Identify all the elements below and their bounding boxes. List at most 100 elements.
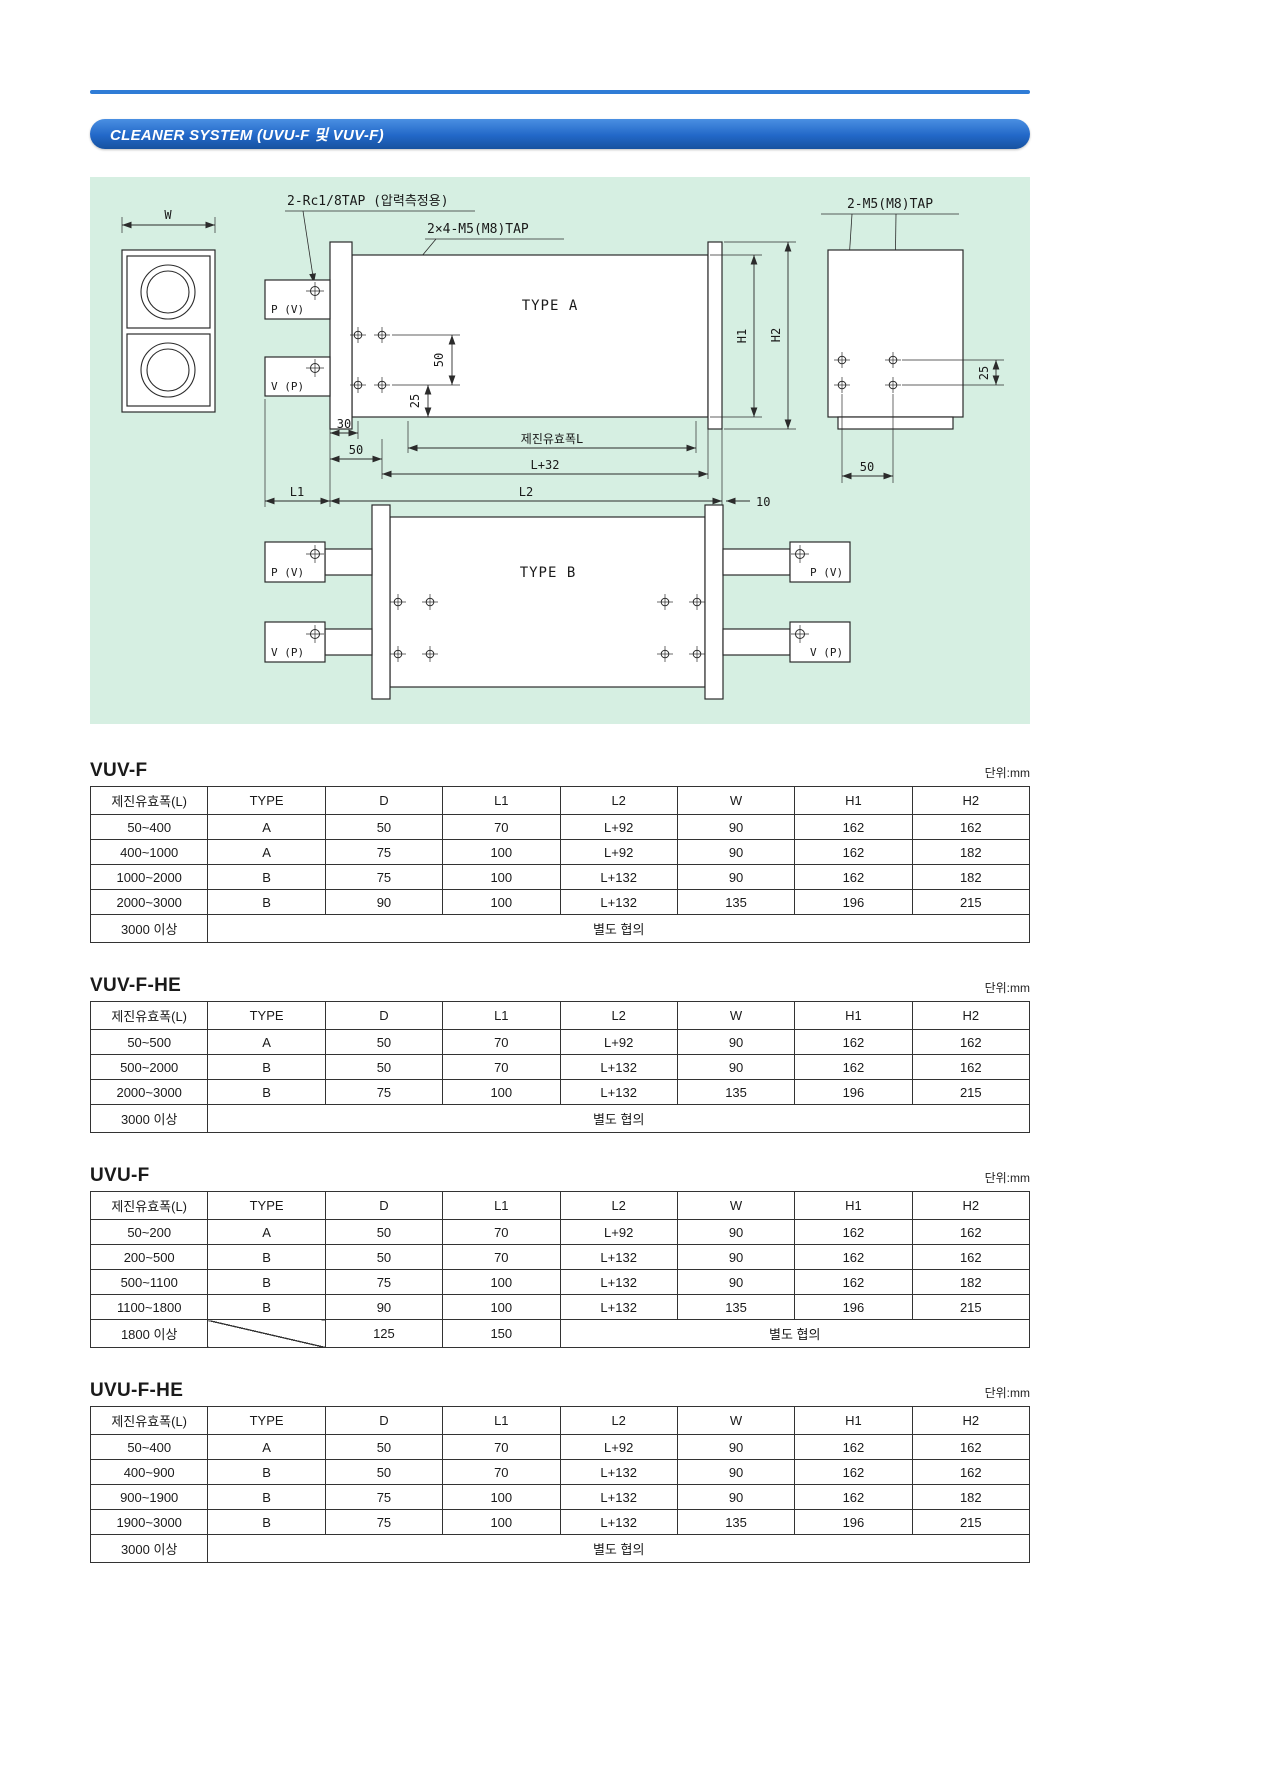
column-header: H1 — [794, 1001, 913, 1030]
table-title: UVU-F-HE — [90, 1380, 184, 1401]
column-header: 제진유효폭(L) — [89, 786, 209, 815]
dim-l2: L2 — [519, 485, 533, 499]
table-cell: 별도 협의 — [207, 1534, 1030, 1563]
table-cell: 162 — [911, 814, 1031, 840]
table-cell: L+132 — [559, 864, 678, 890]
table-cell: L+92 — [559, 1219, 678, 1245]
table-cell: 182 — [911, 839, 1031, 865]
table-cell: A — [207, 1219, 326, 1245]
unit-label: 단위:mm — [984, 766, 1030, 780]
table-cell: 75 — [324, 1484, 444, 1510]
table-cell: 215 — [911, 1079, 1031, 1105]
table-cell: 50 — [324, 814, 444, 840]
table-cell: 162 — [911, 1054, 1031, 1080]
table-cell: 400~1000 — [89, 839, 209, 865]
table-cell: 75 — [324, 1269, 444, 1295]
table-cell: 75 — [324, 1079, 444, 1105]
table-cell: 162 — [794, 839, 913, 865]
port-label-p-top: P (V) — [271, 303, 304, 316]
column-header: TYPE — [207, 1406, 326, 1435]
table-cell: 196 — [794, 889, 913, 915]
column-header: L1 — [442, 1191, 561, 1220]
table-cell: 90 — [676, 1219, 796, 1245]
table-cell: 196 — [794, 1294, 913, 1320]
port-label-p-left: P (V) — [271, 566, 304, 579]
table-cell: 100 — [442, 864, 561, 890]
table-cell: 162 — [794, 1484, 913, 1510]
table-cell: L+92 — [559, 839, 678, 865]
table-cell: 196 — [794, 1079, 913, 1105]
table-cell: 182 — [911, 1484, 1031, 1510]
table-cell: 1800 이상 — [89, 1319, 209, 1348]
dim-25-end: 25 — [977, 366, 991, 380]
table-cell: 50 — [324, 1219, 444, 1245]
table-cell: 70 — [442, 814, 561, 840]
table-cell: 90 — [676, 1434, 796, 1460]
table-cell: 90 — [324, 1294, 444, 1320]
type-b-view: P (V) V (P) P (V) V (P) TYPE B — [264, 504, 851, 700]
end-view: 2-M5(M8)TAP 25 50 — [821, 197, 1004, 483]
column-header: L2 — [559, 1001, 678, 1030]
column-header: TYPE — [207, 1001, 326, 1030]
table-cell: 70 — [442, 1219, 561, 1245]
table-cell: L+92 — [559, 1434, 678, 1460]
table-cell: B — [207, 1459, 326, 1485]
table-cell: 100 — [442, 1509, 561, 1535]
table-cell: 2000~3000 — [89, 1079, 209, 1105]
column-header: W — [676, 1001, 796, 1030]
table-cell: 90 — [676, 1054, 796, 1080]
type-a-view: 2-Rc1/8TAP (압력측정용) 2×4-M5(M8)TAP P (V) V… — [264, 194, 796, 509]
table-cell: 별도 협의 — [559, 1319, 1030, 1348]
table-cell: B — [207, 1079, 326, 1105]
table-cell: L+92 — [559, 814, 678, 840]
table-cell: 135 — [676, 1294, 796, 1320]
column-header: W — [676, 1406, 796, 1435]
table-cell: A — [207, 814, 326, 840]
table-cell: 1100~1800 — [89, 1294, 209, 1320]
table-cell: B — [207, 1509, 326, 1535]
table-cell: 196 — [794, 1509, 913, 1535]
column-header: W — [676, 1191, 796, 1220]
table-cell: 400~900 — [89, 1459, 209, 1485]
table-cell: 90 — [676, 864, 796, 890]
table-cell: L+132 — [559, 1079, 678, 1105]
table-cell: 125 — [324, 1319, 444, 1348]
table-cell: 100 — [442, 1294, 561, 1320]
table-cell: 200~500 — [89, 1244, 209, 1270]
table-cell: 162 — [794, 1434, 913, 1460]
dim-h1: H1 — [735, 329, 749, 343]
table-cell: 162 — [911, 1029, 1031, 1055]
table-cell: 215 — [911, 1509, 1031, 1535]
drawing-panel: W 2-Rc1/8TAP (압력측정용) 2×4-M5(M8)TAP — [90, 177, 1030, 724]
table-cell: 100 — [442, 1079, 561, 1105]
column-header: D — [324, 1406, 444, 1435]
table-cell: 215 — [911, 1294, 1031, 1320]
column-header: H1 — [794, 1191, 913, 1220]
table-cell: 1000~2000 — [89, 864, 209, 890]
table-cell: 70 — [442, 1054, 561, 1080]
table-cell: 1900~3000 — [89, 1509, 209, 1535]
table-cell: 75 — [324, 864, 444, 890]
note-rc-tap: 2-Rc1/8TAP (압력측정용) — [287, 194, 449, 209]
table-cell: 50~400 — [89, 1434, 209, 1460]
dim-50-end: 50 — [860, 460, 874, 474]
column-header: H2 — [911, 1191, 1031, 1220]
table-cell: 162 — [794, 1459, 913, 1485]
section-header: CLEANER SYSTEM (UVU-F 및 VUV-F) — [90, 119, 1030, 149]
